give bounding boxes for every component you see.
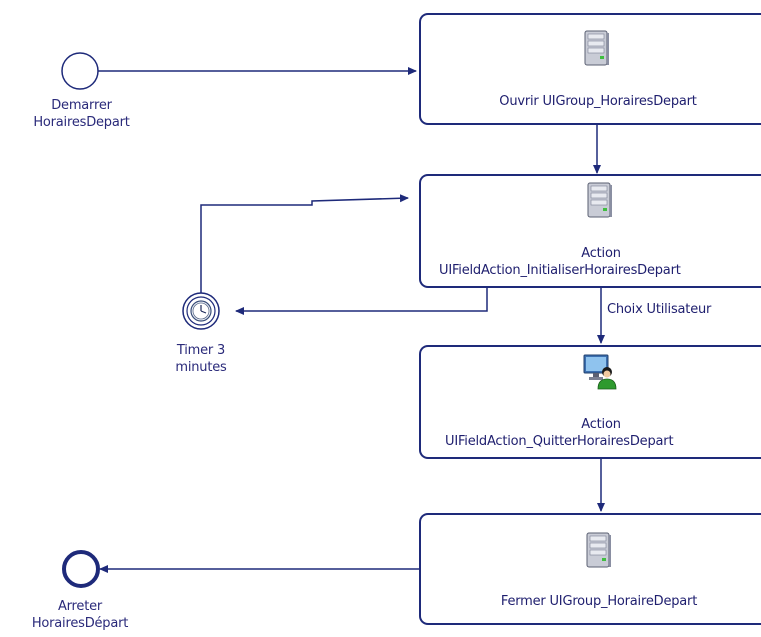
flow-init-to-timer[interactable] (235, 288, 488, 315)
flow-timer-to-init[interactable] (200, 194, 409, 296)
end-event-label-line2: HorairesDépart (31, 616, 129, 631)
task-open-label: Ouvrir UIGroup_HorairesDepart (499, 94, 697, 109)
start-event-label-line1: Demarrer (51, 98, 112, 113)
server-icon (586, 532, 611, 568)
server-icon (587, 182, 612, 218)
end-event-label: Arreter HorairesDépart (0, 598, 160, 632)
task-open-ui-group[interactable]: Ouvrir UIGroup_HorairesDepart (419, 13, 761, 125)
task-init-action[interactable]: Action UIFieldAction_InitialiserHoraires… (419, 174, 761, 288)
timer-event-label-line2: minutes (175, 360, 227, 375)
start-event-label-line2: HorairesDepart (33, 115, 130, 130)
timer-event-label: Timer 3 minutes (130, 342, 272, 376)
user-workstation-icon (583, 354, 617, 390)
task-init-label-line1: Action (581, 246, 621, 261)
end-event-label-line1: Arreter (57, 599, 103, 614)
task-quit-label-line1: Action (581, 417, 621, 432)
timer-event-inner-ring (186, 296, 216, 326)
task-quit-label-line2: UIFieldAction_QuitterHorairesDepart (445, 434, 674, 449)
end-event[interactable] (62, 550, 100, 588)
start-event[interactable] (61, 52, 99, 90)
task-quit-action[interactable]: Action UIFieldAction_QuitterHorairesDepa… (419, 345, 761, 459)
task-close-ui-group[interactable]: Fermer UIGroup_HoraireDepart (419, 513, 761, 625)
flow-choice-label: Choix Utilisateur (607, 302, 712, 317)
start-event-label: Demarrer HorairesDepart (0, 97, 163, 131)
server-icon (584, 30, 609, 66)
task-close-label: Fermer UIGroup_HoraireDepart (500, 594, 698, 609)
timer-event-label-line1: Timer 3 (176, 343, 226, 358)
clock-icon (190, 300, 212, 322)
task-init-label-line2: UIFieldAction_InitialiserHorairesDepart (439, 263, 681, 278)
